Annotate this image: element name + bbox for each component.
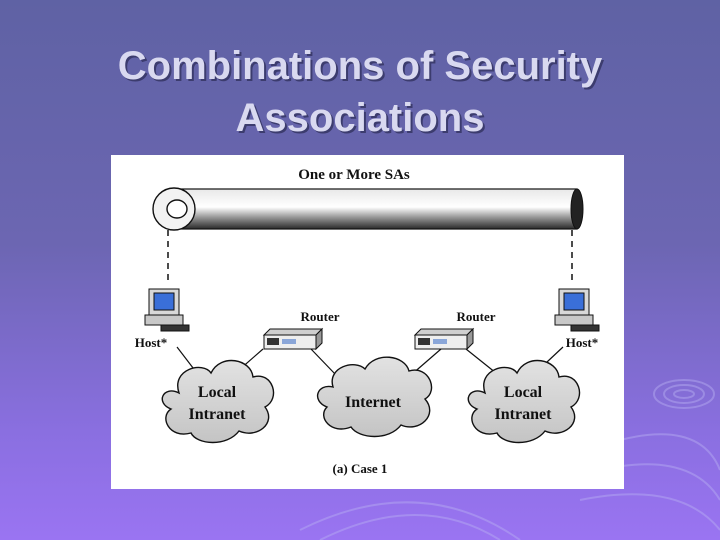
router-icon-left — [262, 327, 324, 351]
network-diagram: One or More SAs Host* — [111, 155, 624, 489]
host-left-label: Host* — [135, 335, 168, 350]
cloud-left-line-2: Intranet — [189, 406, 247, 423]
slide-title-line-2: Associations — [235, 96, 485, 140]
cloud-left: Local Intranet — [161, 359, 275, 444]
host-right-label: Host* — [566, 335, 599, 350]
computer-icon-left — [144, 288, 190, 332]
cloud-center-label: Internet — [345, 394, 402, 411]
cloud-right-line-1: Local — [504, 384, 543, 401]
sa-tunnel — [152, 187, 584, 231]
slide-title-line-1: Combinations of Security — [117, 44, 603, 88]
tunnel-label: One or More SAs — [298, 167, 410, 183]
computer-icon-right — [554, 288, 600, 332]
slide-title: Combinations of Security Associations — [0, 40, 720, 144]
router-right-label: Router — [457, 309, 496, 324]
cloud-left-line-1: Local — [198, 384, 237, 401]
cloud-right: Local Intranet — [467, 359, 581, 444]
cloud-right-line-2: Intranet — [495, 406, 553, 423]
router-left-label: Router — [301, 309, 340, 324]
router-icon-right — [413, 327, 475, 351]
cloud-center: Internet — [316, 356, 433, 438]
figure-caption: (a) Case 1 — [333, 461, 388, 476]
